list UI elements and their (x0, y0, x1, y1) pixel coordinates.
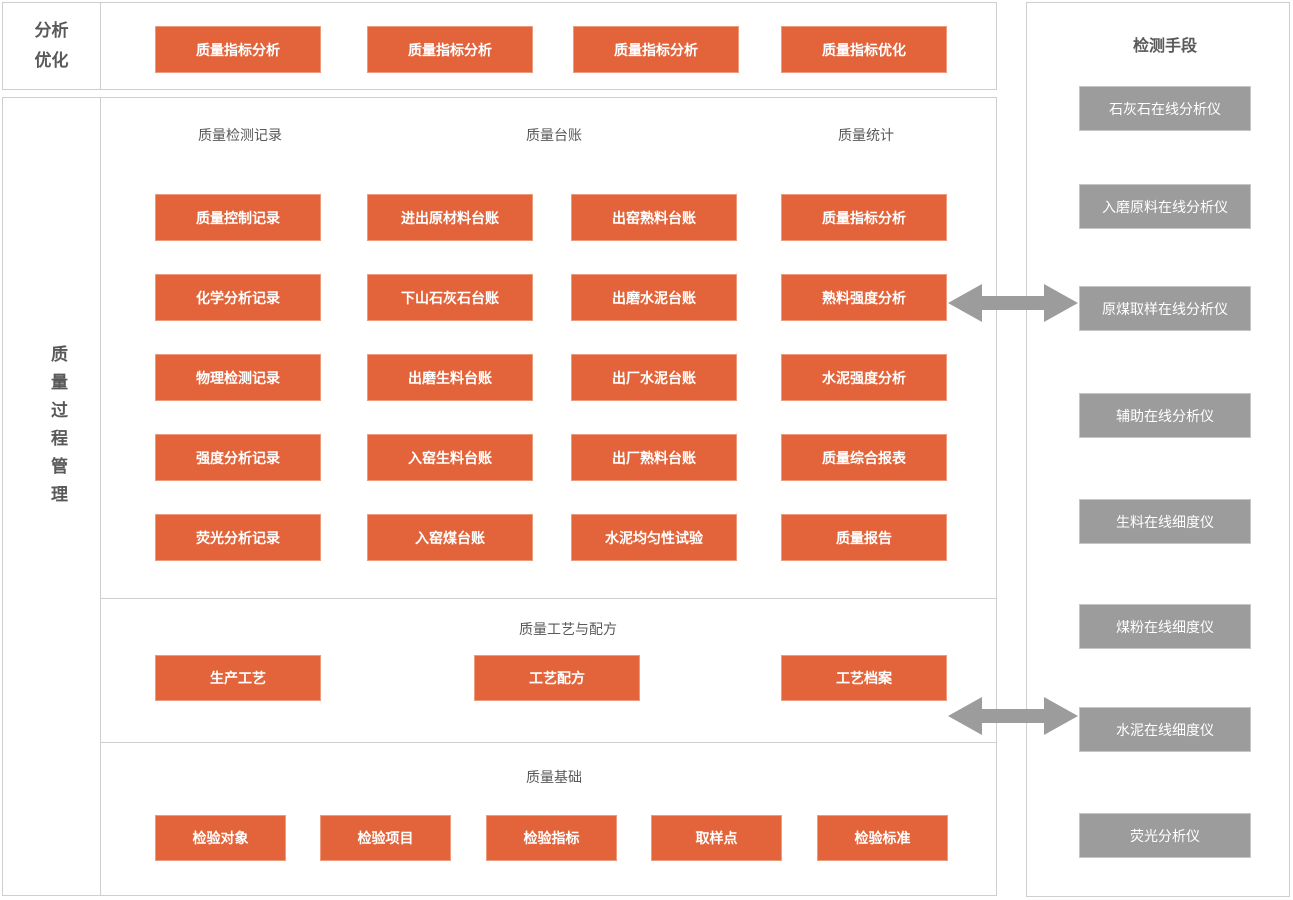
module-block: 质量综合报表 (781, 434, 947, 481)
quality-basis-header: 质量基础 (526, 769, 582, 785)
instrument-block: 荧光分析仪 (1079, 813, 1251, 858)
module-block: 进出原材料台账 (367, 194, 533, 241)
instrument-block-cement-fineness-analyzer: 水泥在线细度仪 (1079, 707, 1251, 752)
double-arrow-craft-to-cement-fineness (948, 697, 1078, 735)
module-block: 质量指标分析 (781, 194, 947, 241)
instrument-block: 石灰石在线分析仪 (1079, 86, 1251, 131)
analysis-optimization-section: 分析优化 质量指标分析 质量指标分析 质量指标分析 质量指标优化 (2, 2, 997, 90)
quality-process-label-cell (3, 98, 101, 895)
module-block-craft-archive: 工艺档案 (781, 655, 947, 701)
module-block: 质量控制记录 (155, 194, 321, 241)
module-block: 荧光分析记录 (155, 514, 321, 561)
analysis-optimization-label: 分析优化 (34, 21, 69, 70)
module-block: 出窑熟料台账 (571, 194, 737, 241)
instrument-block-raw-coal-analyzer: 原煤取样在线分析仪 (1079, 286, 1251, 331)
statistics-header: 质量统计 (838, 127, 894, 143)
module-block: 物理检测记录 (155, 354, 321, 401)
module-block: 出厂熟料台账 (571, 434, 737, 481)
module-block: 质量报告 (781, 514, 947, 561)
module-block: 入窑生料台账 (367, 434, 533, 481)
module-block: 检验标准 (817, 815, 948, 861)
module-block: 水泥强度分析 (781, 354, 947, 401)
module-block-quality-indicator-analysis-3: 质量指标分析 (573, 26, 739, 73)
analysis-optimization-label-cell: 分析优化 (3, 3, 101, 89)
detection-methods-header: 检测手段 (1132, 38, 1198, 55)
module-block: 取样点 (651, 815, 782, 861)
module-block: 下山石灰石台账 (367, 274, 533, 321)
module-block: 强度分析记录 (155, 434, 321, 481)
instrument-block: 煤粉在线细度仪 (1079, 604, 1251, 649)
module-block: 检验对象 (155, 815, 286, 861)
section-divider (101, 742, 996, 743)
records-header: 质量检测记录 (198, 127, 282, 143)
ledger-header: 质量台账 (526, 127, 582, 143)
module-block-quality-indicator-optimization: 质量指标优化 (781, 26, 947, 73)
module-block: 入窑煤台账 (367, 514, 533, 561)
module-block: 出磨水泥台账 (571, 274, 737, 321)
module-block: 检验项目 (320, 815, 451, 861)
module-block: 化学分析记录 (155, 274, 321, 321)
quality-process-label: 质量过程管理 (48, 345, 67, 513)
instrument-block: 辅助在线分析仪 (1079, 393, 1251, 438)
instrument-block: 入磨原料在线分析仪 (1079, 184, 1251, 229)
module-block-production-craft: 生产工艺 (155, 655, 321, 701)
module-block: 出厂水泥台账 (571, 354, 737, 401)
module-block: 出磨生料台账 (367, 354, 533, 401)
module-block-quality-indicator-analysis-1: 质量指标分析 (155, 26, 321, 73)
module-block-craft-recipe: 工艺配方 (474, 655, 640, 701)
double-arrow-clinker-to-coal-analyzer (948, 284, 1078, 322)
section-divider (101, 598, 996, 599)
module-block: 水泥均匀性试验 (571, 514, 737, 561)
craft-recipe-header: 质量工艺与配方 (519, 621, 617, 637)
module-block-quality-indicator-analysis-2: 质量指标分析 (367, 26, 533, 73)
module-block-clinker-strength-analysis: 熟料强度分析 (781, 274, 947, 321)
detection-methods-panel: 检测手段 石灰石在线分析仪 入磨原料在线分析仪 原煤取样在线分析仪 辅助在线分析… (1026, 2, 1290, 897)
module-block: 检验指标 (486, 815, 617, 861)
quality-process-management-section: 质量过程管理 质量检测记录 质量台账 质量统计 质量控制记录 进出原材料台账 出… (2, 97, 997, 896)
instrument-block: 生料在线细度仪 (1079, 499, 1251, 544)
